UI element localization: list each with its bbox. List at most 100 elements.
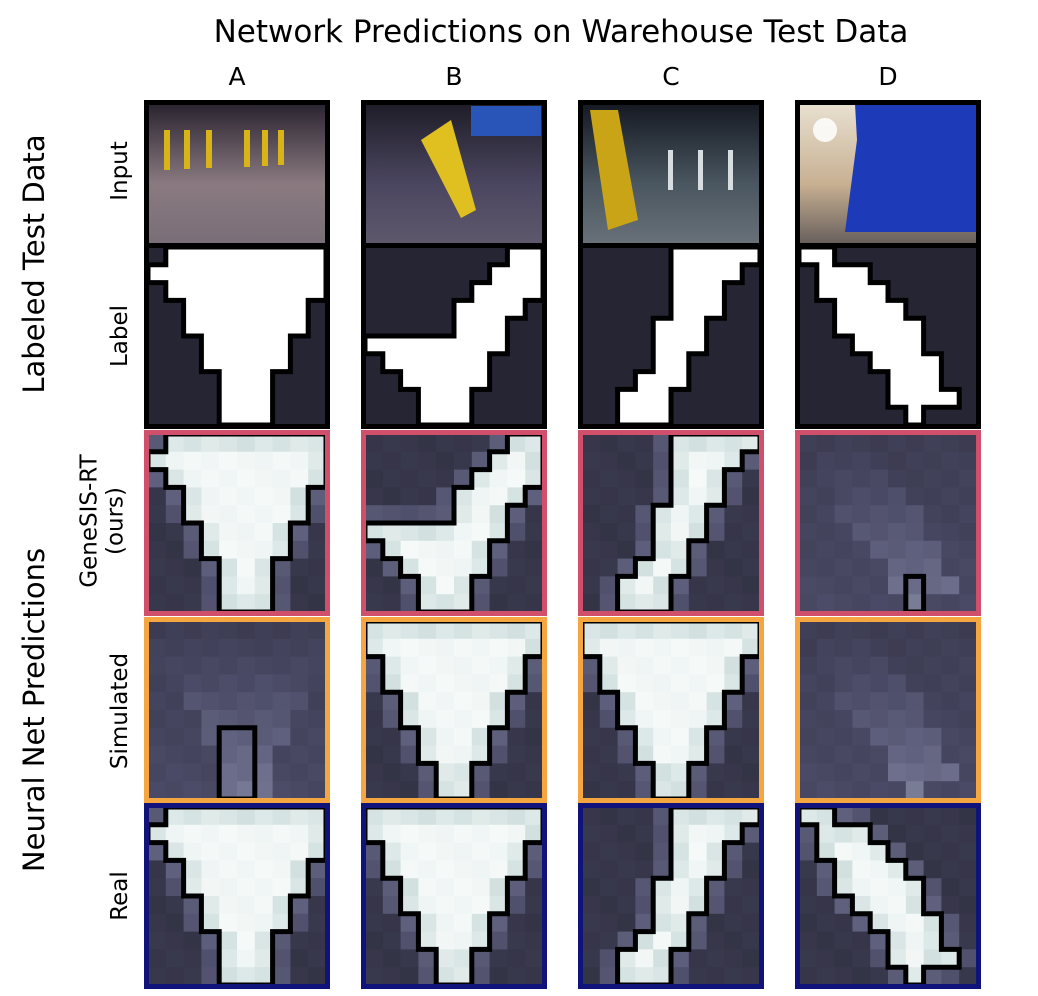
heatmap-pixel [724,931,743,950]
heatmap-pixel [290,656,309,675]
heatmap-pixel [923,860,942,879]
heatmap-pixel [471,781,491,800]
heatmap-pixel [454,594,473,613]
heatmap-pixel [382,860,402,879]
heatmap-pixel [219,576,238,595]
column-header-c: C [662,62,680,91]
heatmap-pixel [671,434,690,453]
heatmap-pixel [525,781,544,800]
heatmap-pixel [471,540,491,560]
heatmap-pixel [688,451,708,471]
heatmap-pixel [671,931,690,950]
row-label-label: Label [106,304,133,368]
heatmap-pixel [290,710,309,729]
heatmap-pixel [888,692,907,711]
heatmap-pixel [237,558,256,577]
heatmap-pixel [219,434,238,453]
mask-pixel [671,264,690,284]
heatmap-pixel [165,638,185,658]
mask-pixel [237,247,256,266]
heatmap-pixel [706,540,725,560]
heatmap-pixel [742,763,761,782]
heatmap-pixel [365,523,384,542]
heatmap-pixel [959,763,978,782]
heatmap-pixel [905,860,925,879]
heatmap-pixel [148,558,167,577]
heatmap-pixel [653,656,672,675]
heatmap-pixel [905,807,925,826]
heatmap-pixel [959,824,978,844]
heatmap-pixel [201,656,220,675]
heatmap-pixel [382,949,402,968]
mask-pixel [724,247,743,266]
heatmap-pixel [148,763,167,782]
panel-border [361,430,547,616]
heatmap-pixel [290,540,309,560]
heatmap-pixel [471,745,491,764]
heatmap-pixel [941,763,960,782]
pillar [698,150,703,190]
heatmap-pixel [525,621,544,640]
heatmap-pixel [653,523,672,542]
mask-pixel [671,300,690,319]
heatmap-pixel [436,540,455,560]
heatmap-pixel [525,540,544,560]
heatmap-pixel [454,576,473,595]
heatmap-pixel [635,434,654,453]
heatmap-pixel [799,949,818,968]
heatmap-pixel [165,913,185,933]
column-header-a: A [228,62,246,91]
heatmap-pixel [923,727,942,747]
mask-pixel [272,353,291,373]
heatmap-pixel [489,763,508,782]
heatmap-pixel [308,807,327,826]
label-mask-b [361,243,547,429]
heatmap-pixel [870,656,889,675]
row-label-genesis: GeneSIS-RT (ours) [77,454,130,587]
heatmap-pixel [272,763,291,782]
heatmap-pixel [941,896,960,915]
heatmap-pixel [959,621,978,640]
heatmap-pixel [635,638,654,658]
heatmap-pixel [254,692,274,711]
heatmap-pixel [165,594,185,613]
heatmap-pixel [400,469,419,488]
heatmap-pixel [888,860,907,879]
heatmap-pixel [888,674,907,693]
mask-pixel [308,247,327,266]
heatmap-pixel [834,621,853,640]
heatmap-pixel [183,540,202,560]
heatmap-pixel [165,558,185,577]
mask-pixel [834,300,853,319]
mask-pixel [237,407,256,426]
heatmap-pixel [724,745,743,764]
heatmap-pixel [489,931,508,950]
heatmap-pixel [905,763,925,782]
mask-pixel [617,389,636,408]
heatmap-pixel [706,842,725,861]
heatmap-pixel [237,949,256,968]
heatmap-pixel [635,824,654,844]
heatmap-pixel [941,807,960,826]
heatmap-pixel [201,860,220,879]
heatmap-pixel [799,540,818,560]
heatmap-pixel [237,576,256,595]
heatmap-pixel [418,727,437,747]
heatmap-pixel [834,913,853,933]
heatmap-pixel [816,860,836,879]
heatmap-pixel [653,558,672,577]
heatmap-pixel [671,727,690,747]
heatmap-pixel [834,692,853,711]
heatmap-pixel [183,913,202,933]
heatmap-pixel [254,523,274,542]
heatmap-pixel [941,781,960,800]
heatmap-pixel [742,621,761,640]
heatmap-pixel [436,594,455,613]
heatmap-pixel [671,781,690,800]
heatmap-pixel [418,896,437,915]
heatmap-pixel [507,523,526,542]
heatmap-pixel [653,807,672,826]
heatmap-pixel [816,674,836,693]
mask-pixel [148,264,167,284]
heatmap-pixel [852,807,871,826]
